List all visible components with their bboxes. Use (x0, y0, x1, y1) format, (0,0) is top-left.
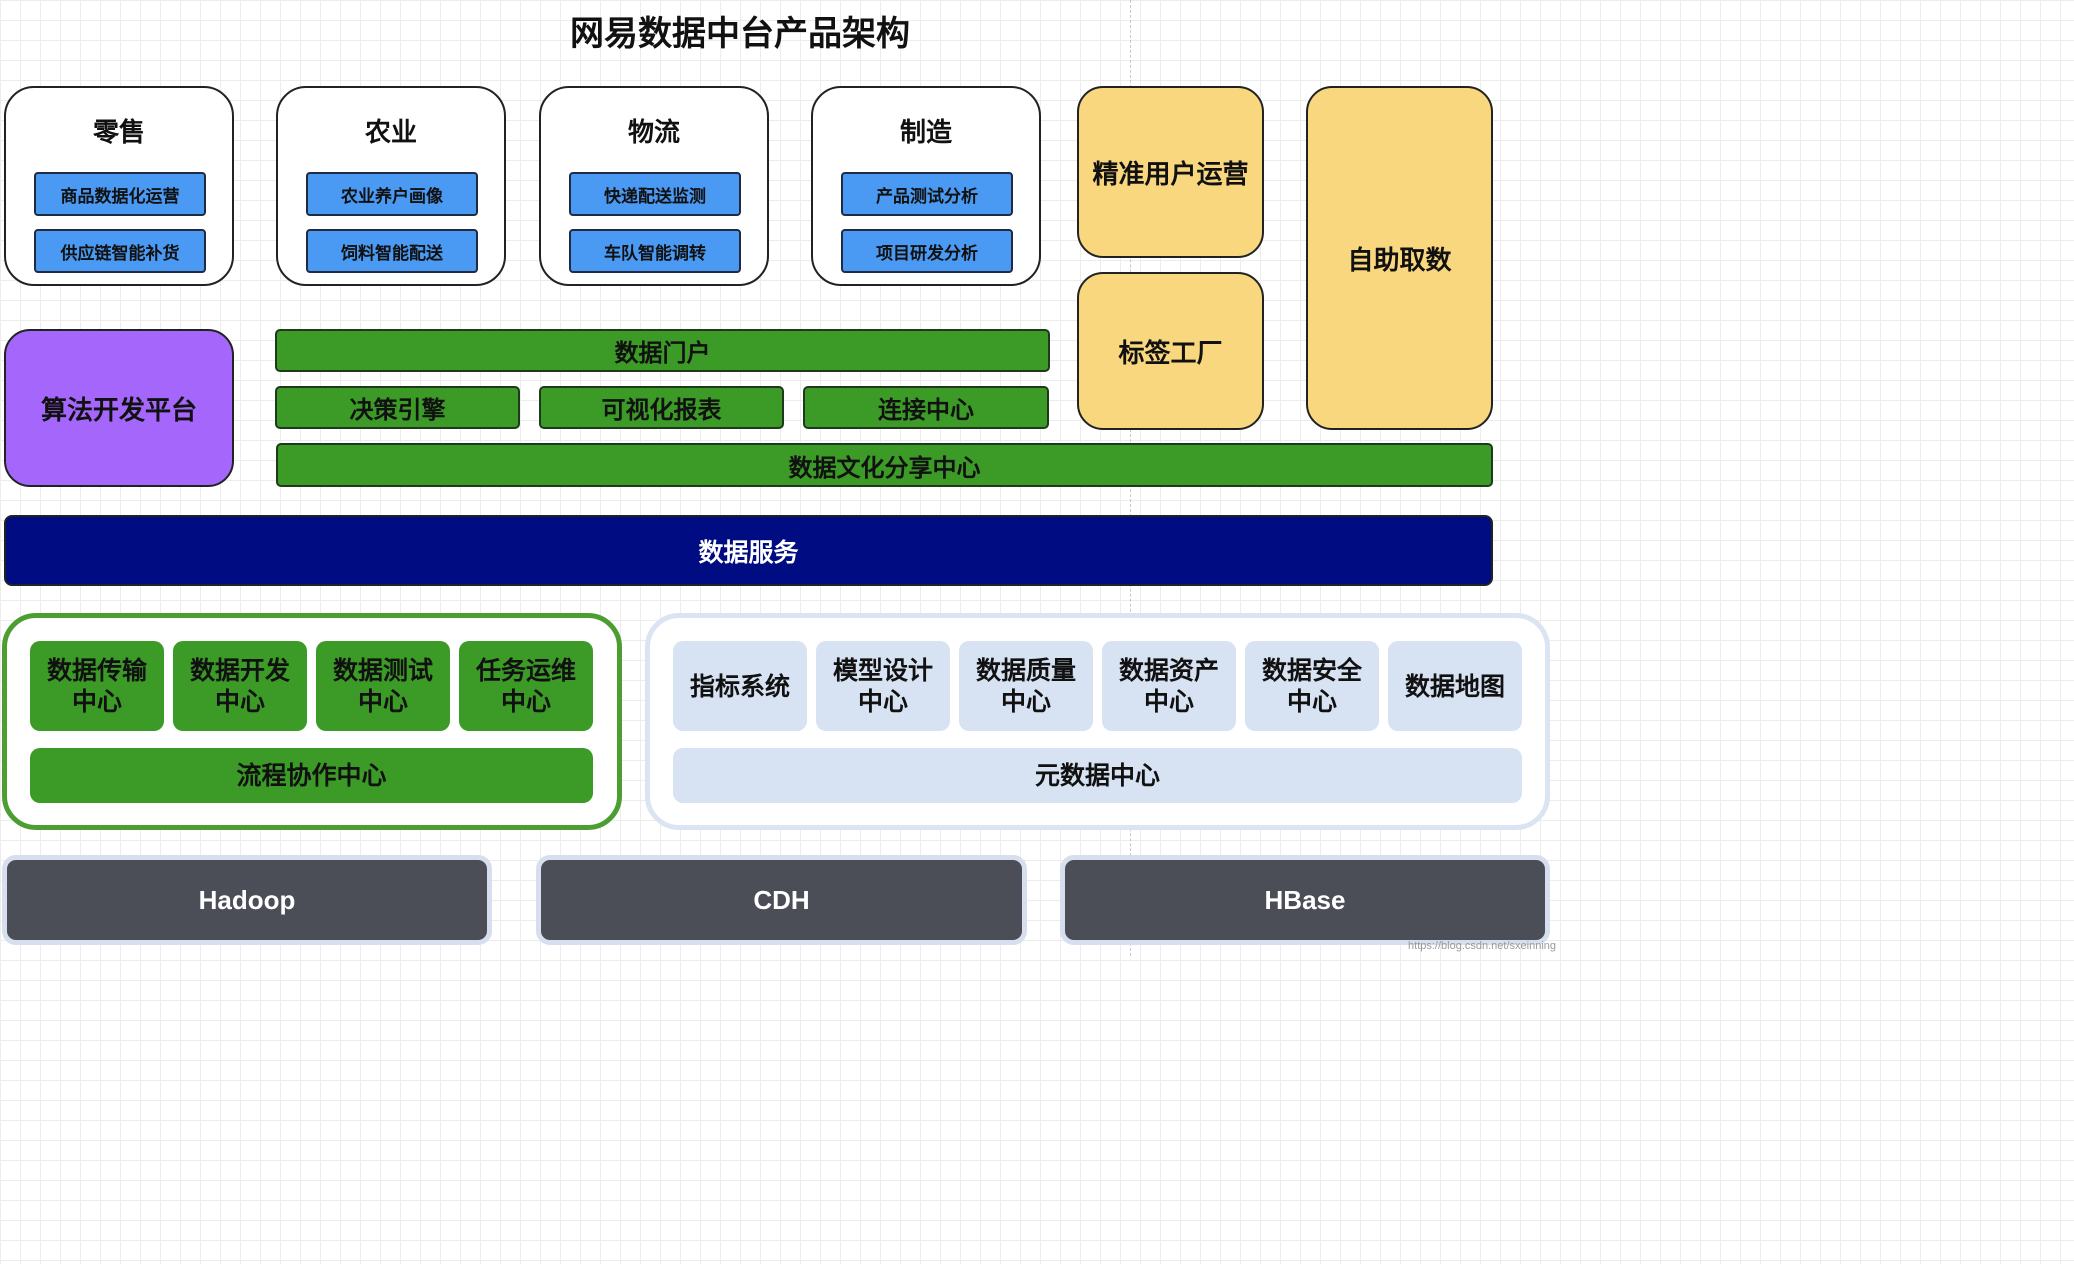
watermark: https://blog.csdn.net/sxeinning (1408, 940, 1556, 952)
dev-center-tile: 数据开发中心 (173, 641, 307, 731)
tile-line: 中心 (1143, 687, 1194, 716)
meta-center-tile: 模型设计中心 (816, 641, 950, 731)
industry-agriculture: 农业 农业养户画像 饲料智能配送 (276, 86, 506, 286)
industry-item: 供应链智能补货 (34, 229, 206, 273)
industry-item: 车队智能调转 (569, 229, 741, 273)
tile-line: 数据资产 (1118, 656, 1219, 685)
dev-center-tile: 任务运维中心 (459, 641, 593, 731)
industry-title: 农业 (364, 118, 417, 148)
meta-center-tile: 数据安全中心 (1245, 641, 1379, 731)
industry-item: 农业养户画像 (306, 172, 478, 216)
tile-line: 中心 (214, 687, 265, 716)
industry-title: 制造 (899, 118, 952, 148)
tile-line: 中心 (357, 687, 408, 716)
industry-title: 零售 (92, 118, 145, 148)
industry-item: 快递配送监测 (569, 172, 741, 216)
infra-hbase: HBase (1060, 855, 1550, 945)
industry-item: 饲料智能配送 (306, 229, 478, 273)
metadata-center-bar: 元数据中心 (673, 748, 1522, 803)
tile-line: 指标系统 (689, 671, 790, 701)
industry-retail: 零售 商品数据化运营 供应链智能补货 (4, 86, 234, 286)
meta-center-tile: 指标系统 (673, 641, 807, 731)
infra-cdh: CDH (536, 855, 1027, 945)
visual-report-bar: 可视化报表 (539, 386, 784, 429)
data-service-bar: 数据服务 (4, 515, 1493, 586)
algo-platform-box: 算法开发平台 (4, 329, 234, 487)
tile-line: 中心 (857, 687, 908, 716)
meta-center-tile: 数据地图 (1388, 641, 1522, 731)
tile-line: 中心 (1286, 687, 1337, 716)
tile-line: 中心 (71, 687, 122, 716)
tile-line: 数据地图 (1404, 671, 1505, 701)
self-service-box: 自助取数 (1306, 86, 1493, 430)
tile-line: 数据测试 (332, 656, 433, 685)
tile-line: 任务运维 (475, 656, 576, 685)
infra-hadoop: Hadoop (2, 855, 492, 945)
diagram-title: 网易数据中台产品架构 (570, 14, 910, 54)
meta-center-tile: 数据资产中心 (1102, 641, 1236, 731)
data-portal-bar: 数据门户 (275, 329, 1050, 372)
industry-title: 物流 (627, 118, 680, 148)
process-collab-bar: 流程协作中心 (30, 748, 593, 803)
culture-center-bar: 数据文化分享中心 (276, 443, 1493, 487)
industry-manufacturing: 制造 产品测试分析 项目研发分析 (811, 86, 1041, 286)
industry-item: 项目研发分析 (841, 229, 1013, 273)
tile-line: 中心 (1000, 687, 1051, 716)
tile-line: 中心 (500, 687, 551, 716)
tile-line: 数据开发 (189, 656, 290, 685)
tile-line: 模型设计 (832, 656, 933, 685)
tile-line: 数据传输 (46, 656, 147, 685)
user-ops-box: 精准用户运营 (1077, 86, 1264, 258)
industry-item: 产品测试分析 (841, 172, 1013, 216)
industry-item: 商品数据化运营 (34, 172, 206, 216)
tile-line: 数据安全 (1261, 656, 1362, 685)
tag-factory-box: 标签工厂 (1077, 272, 1264, 430)
dev-center-tile: 数据测试中心 (316, 641, 450, 731)
connect-center-bar: 连接中心 (803, 386, 1049, 429)
dev-center-tile: 数据传输中心 (30, 641, 164, 731)
tile-line: 数据质量 (975, 656, 1076, 685)
meta-center-tile: 数据质量中心 (959, 641, 1093, 731)
decision-engine-bar: 决策引擎 (275, 386, 520, 429)
industry-logistics: 物流 快递配送监测 车队智能调转 (539, 86, 769, 286)
